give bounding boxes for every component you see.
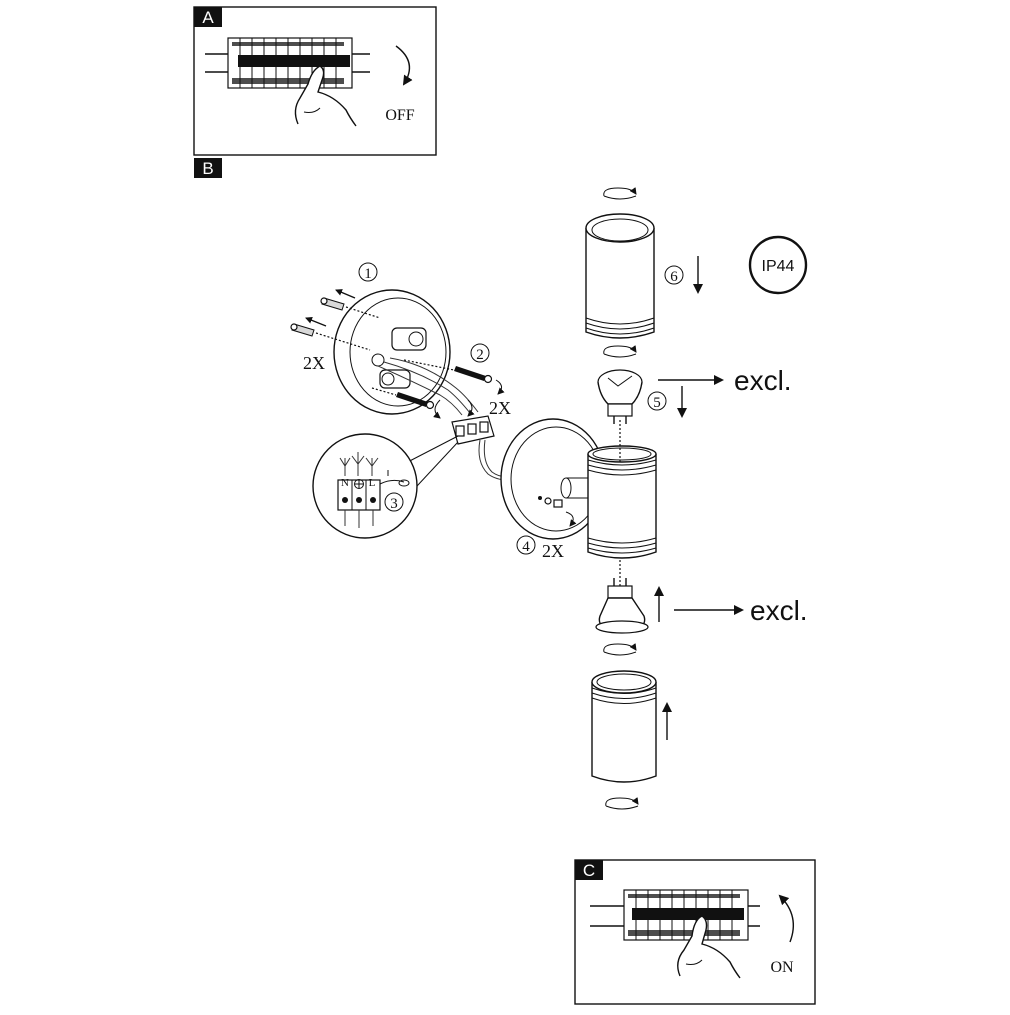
hand-a-icon	[294, 65, 357, 127]
step-6-number: 6	[670, 269, 678, 285]
bottom-cover-cylinder	[591, 670, 657, 783]
step-2-number: 2	[476, 347, 484, 363]
breaker-board-c	[590, 889, 760, 941]
panel-a-badge	[194, 7, 222, 27]
screw-quantity: 2X	[489, 398, 511, 418]
panel-c: C ON	[574, 859, 816, 1005]
step-3-number: 3	[390, 496, 398, 512]
on-rotation-arrow-icon	[778, 894, 794, 943]
plug-arrow-top-icon	[335, 289, 356, 299]
step-1-marker	[358, 262, 378, 282]
panel-a-frame	[193, 6, 437, 156]
panel-b-letter: B	[202, 159, 213, 178]
panel-c-on-label: ON	[770, 959, 794, 976]
gu10-bulb-top-icon	[597, 369, 643, 424]
top-cover-cylinder	[585, 213, 655, 339]
rotate-top-bulb-icon	[603, 353, 637, 358]
terminal-block-icon	[451, 415, 511, 481]
step-4-number: 4	[522, 539, 530, 555]
screw-rotation-3-icon	[467, 399, 475, 417]
screw-icon	[371, 359, 493, 410]
panel-c-badge	[575, 860, 603, 880]
step-1-number: 1	[364, 266, 372, 282]
plug-arrow-bottom-icon	[305, 316, 327, 327]
panel-c-frame	[574, 859, 816, 1005]
gu10-bulb-bottom-icon	[595, 578, 649, 634]
step-5-marker	[647, 391, 667, 411]
ip44-label: IP44	[762, 258, 795, 275]
wall-plug-quantity: 2X	[303, 353, 325, 373]
panel-b-badge	[194, 158, 222, 178]
rotate-bottom-bulb-icon	[603, 651, 637, 656]
terminal-n-label: N	[341, 477, 349, 489]
step-3-marker	[384, 492, 404, 512]
screw-rotation-icon	[495, 379, 505, 395]
panel-a-off-label: OFF	[385, 107, 414, 124]
panel-c-letter: C	[583, 861, 595, 880]
step-5-number: 5	[653, 395, 661, 411]
off-rotation-arrow-icon	[395, 45, 413, 86]
bulb-bottom-excl-text: excl.	[750, 595, 808, 626]
breaker-board-a	[205, 37, 370, 89]
wall-plug-icon	[290, 297, 381, 351]
hand-c-icon	[677, 915, 741, 979]
step-4-marker	[516, 535, 536, 555]
terminal-l-label: L	[369, 477, 376, 489]
step-2-marker	[470, 343, 490, 363]
set-screw-icon	[538, 496, 577, 527]
wall-base-plate	[333, 289, 479, 416]
panel-a: A OFF	[193, 6, 437, 156]
panel-b: B	[194, 158, 222, 178]
wiring-detail	[312, 433, 459, 539]
step-6-marker	[664, 265, 684, 285]
lamp-cylinder	[587, 445, 657, 559]
ip44-badge	[748, 235, 808, 295]
rotate-bottom-cover-icon	[605, 805, 639, 810]
panel-a-letter: A	[202, 8, 214, 27]
bulb-top-excl-label: excl.	[734, 365, 792, 396]
rotate-top-cover-icon	[603, 195, 637, 200]
screw-rotation-2-icon	[433, 399, 441, 419]
set-screw-quantity: 2X	[542, 541, 564, 561]
